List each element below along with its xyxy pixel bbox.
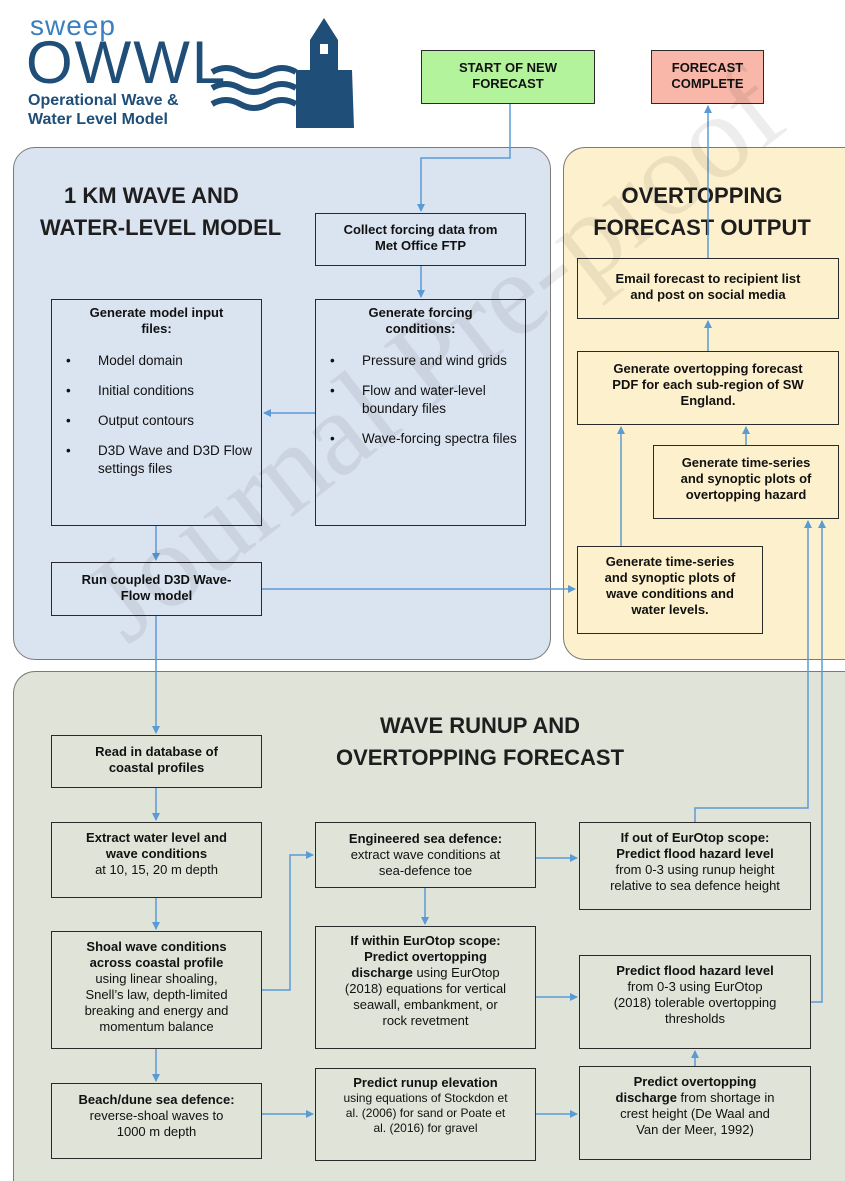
engineered-defence-box: Engineered sea defence: extract wave con… (315, 822, 536, 888)
arrow-flood-to-tsovertop (811, 520, 826, 1003)
forcing-item-pressure-wind: •Pressure and wind grids (330, 353, 507, 368)
logo-wave-3 (210, 97, 298, 111)
forcing-item-spectra: •Wave-forcing spectra files (330, 431, 517, 446)
runup-elevation-box: Predict runup elevation using equations … (315, 1068, 536, 1161)
arrow-outscope-to-tsovertop (694, 520, 812, 822)
logo-owwl-text: OWWL (26, 29, 228, 96)
logo-sweep-text: sweep (30, 10, 116, 41)
input-item-settings-files: •D3D Wave and D3D Flow settings files (66, 443, 253, 476)
predict-flood-hazard-box: Predict flood hazard level from 0-3 usin… (579, 955, 811, 1049)
logo-subtitle-2: Water Level Model (28, 111, 168, 128)
overtopping-output-title: OVERTOPPING FORECAST OUTPUT (593, 183, 811, 240)
runup-forecast-title: WAVE RUNUP AND OVERTOPPING FORECAST (335, 713, 625, 770)
logo-wave-2 (210, 81, 298, 95)
extract-conditions-box: Extract water level and wave conditions … (51, 822, 262, 898)
run-coupled-model-box: Run coupled D3D Wave-Flow model (51, 562, 262, 616)
input-item-output-contours: •Output contours (66, 413, 195, 428)
input-item-initial-conditions: •Initial conditions (66, 383, 195, 398)
predict-overtopping-discharge-box: Predict overtopping discharge from short… (579, 1066, 811, 1160)
logo: sweep OWWL Operational Wave & Water Leve… (22, 10, 362, 130)
logo-tower (296, 18, 354, 128)
logo-wave-1 (210, 65, 298, 79)
arrow-start-to-collect (417, 104, 511, 212)
out-of-scope-box: If out of EurOtop scope: Predict flood h… (579, 822, 811, 910)
shoal-conditions-box: Shoal wave conditions across coastal pro… (51, 931, 262, 1049)
within-eurotop-box: If within EurOtop scope: Predict overtop… (315, 926, 536, 1049)
forcing-item-flow-boundary: •Flow and water-level boundary files (330, 383, 486, 416)
logo-subtitle-1: Operational Wave & (28, 92, 179, 109)
logo-lighthouse-icon (210, 18, 354, 128)
arrow-shoal-to-engineered (262, 851, 314, 991)
beach-dune-defence-box: Beach/dune sea defence: reverse-shoal wa… (51, 1083, 262, 1159)
wave-model-title: 1 KM WAVE AND WATER-LEVEL MODEL (40, 183, 282, 240)
input-item-model-domain: •Model domain (66, 353, 183, 368)
